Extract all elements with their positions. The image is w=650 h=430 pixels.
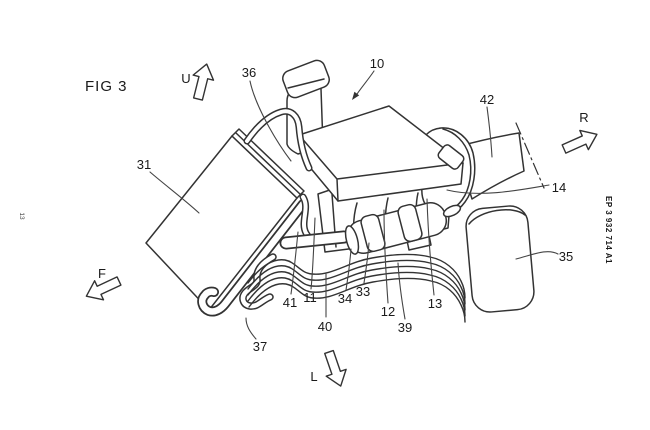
ref-label-36: 36 <box>242 65 256 80</box>
leader-line-31 <box>149 171 200 214</box>
right-arrow-icon <box>561 129 598 154</box>
ref-label-34: 34 <box>338 291 352 306</box>
leader-line-41 <box>290 231 299 295</box>
ref-label-12: 12 <box>381 304 395 319</box>
ref-label-31: 31 <box>137 157 151 172</box>
leader-line-33 <box>363 242 370 284</box>
leader-line-13 <box>426 198 435 296</box>
leader-line-35 <box>515 251 559 260</box>
ref-label-10: 10 <box>370 56 384 71</box>
ref-label-40: 40 <box>318 319 332 334</box>
canister <box>465 205 535 313</box>
up-arrow-icon <box>192 63 215 101</box>
ref-label-11: 11 <box>303 290 317 305</box>
bell-plate <box>437 144 465 170</box>
intake-snorkel <box>282 59 330 155</box>
ref-label-35: 35 <box>559 249 573 264</box>
ref-label-33: 33 <box>356 284 370 299</box>
sheet-marking: 13 <box>18 212 25 220</box>
leader-line-12 <box>383 209 389 304</box>
leader-line-34 <box>345 248 352 291</box>
patent-number-vertical: EP 3 932 714 A1 <box>604 196 613 264</box>
leader-line-39 <box>397 262 406 320</box>
leader-line-11 <box>310 217 316 290</box>
leader-line-42 <box>486 106 493 158</box>
ref-label-14: 14 <box>552 180 566 195</box>
down-arrow-icon <box>324 349 347 387</box>
leader-arrowhead-10 <box>352 91 360 100</box>
fitting-oval <box>442 204 462 218</box>
leader-line-14 <box>446 184 550 194</box>
radiator-hose-core <box>245 109 311 170</box>
leader-line-10 <box>354 70 375 98</box>
figure-title: FIG 3 <box>85 78 128 95</box>
down-arrow-label: L <box>310 369 317 384</box>
forward-arrow-icon <box>85 276 122 301</box>
right-arrow-label: R <box>579 110 588 125</box>
radiator-pipe-core <box>198 200 307 315</box>
axis-centerline <box>515 122 545 189</box>
ref-label-42: 42 <box>480 92 494 107</box>
forward-arrow-label: F <box>98 266 106 281</box>
ref-label-37: 37 <box>253 339 267 354</box>
ref-label-41: 41 <box>283 295 297 310</box>
muffler-cylinder <box>344 202 448 255</box>
ref-label-13: 13 <box>428 296 442 311</box>
drive-rod-core <box>281 232 349 248</box>
hose-bundle <box>247 253 466 323</box>
up-arrow-label: U <box>181 71 190 86</box>
leader-line-37 <box>245 317 257 340</box>
ref-label-39: 39 <box>398 320 412 335</box>
leader-line-36 <box>249 80 292 162</box>
